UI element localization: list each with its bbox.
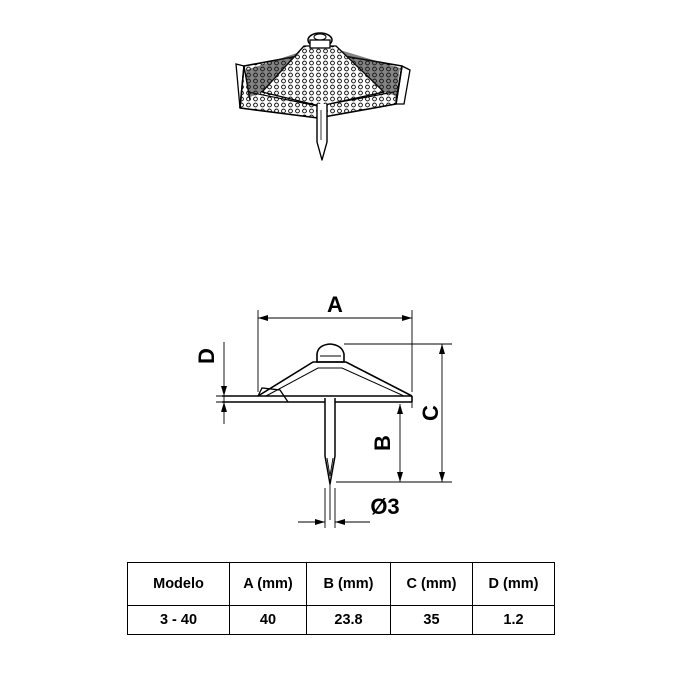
spec-table: Modelo A (mm) B (mm) C (mm) D (mm) 3 - 4… — [127, 562, 555, 635]
cell-c: 35 — [390, 605, 473, 635]
dimension-c — [336, 343, 452, 483]
header-b: B (mm) — [306, 562, 391, 606]
table-header-row: Modelo A (mm) B (mm) C (mm) D (mm) — [127, 562, 555, 606]
cell-b: 23.8 — [306, 605, 391, 635]
header-modelo: Modelo — [127, 562, 230, 606]
cell-modelo: 3 - 40 — [127, 605, 230, 635]
header-c: C (mm) — [390, 562, 473, 606]
pin-side-view — [222, 343, 413, 520]
dimension-a — [257, 310, 413, 392]
table-row: 3 - 40 40 23.8 35 1.2 — [127, 605, 555, 635]
header-a: A (mm) — [229, 562, 307, 606]
cell-d: 1.2 — [472, 605, 555, 635]
cell-a: 40 — [229, 605, 307, 635]
pin-perspective-view — [235, 32, 411, 161]
header-d: D (mm) — [472, 562, 555, 606]
dimension-d — [216, 342, 256, 424]
dimension-d-label: D — [194, 348, 219, 364]
dimension-b — [397, 402, 413, 482]
dimension-diameter — [298, 488, 370, 528]
dimension-c-label: C — [418, 405, 443, 421]
dimension-a-label: A — [327, 292, 343, 317]
dimension-b-label: B — [370, 435, 395, 451]
dimension-diameter-label: Ø3 — [370, 494, 399, 519]
technical-drawing: A C B D Ø3 — [194, 32, 452, 528]
